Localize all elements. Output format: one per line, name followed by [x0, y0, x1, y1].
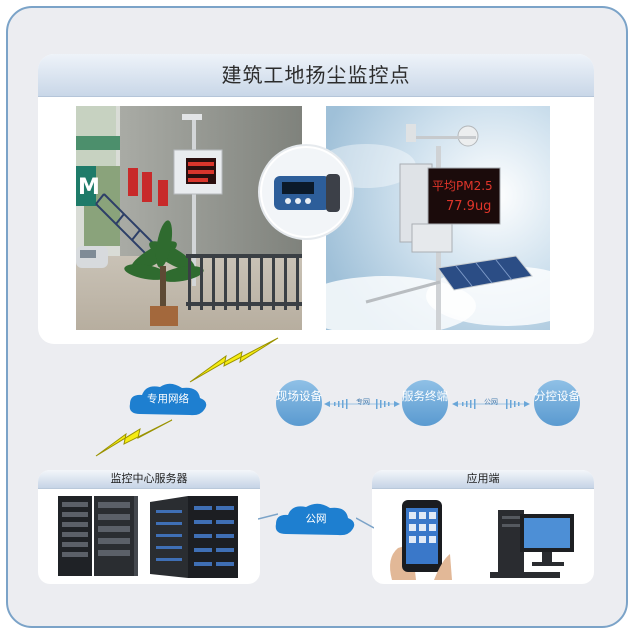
private-link: 专网	[324, 396, 400, 412]
client-devices-icon	[390, 500, 574, 580]
branch-device-label: 分控设备	[534, 389, 580, 403]
monitor-center-panel: 监控中心服务器	[38, 470, 260, 584]
branch-device-node: 分控设备	[534, 380, 580, 426]
panel-title-bar: 建筑工地扬尘监控点	[38, 54, 594, 97]
public-network-cloud: 公网	[272, 500, 360, 540]
site-photo-right: 平均PM2.5 77.9ug	[326, 106, 550, 330]
application-panel: 应用端	[372, 470, 594, 584]
lightning-icon	[95, 419, 173, 457]
public-network-label: 公网	[305, 513, 327, 525]
private-network-label: 专用网络	[147, 393, 189, 405]
led-line-1: 平均PM2.5	[432, 179, 493, 193]
monitor-center-title: 监控中心服务器	[38, 470, 260, 489]
construction-site-panel: 建筑工地扬尘监控点 M	[38, 54, 594, 344]
service-terminal-label: 服务终端	[402, 389, 448, 403]
private-link-label: 专网	[356, 398, 370, 406]
application-title: 应用端	[372, 470, 594, 489]
public-link: 公网	[452, 396, 530, 412]
connector-line	[356, 517, 374, 529]
public-link-label: 公网	[484, 398, 498, 406]
connector-line	[258, 513, 278, 520]
site-photo-left: M	[76, 106, 302, 330]
dust-sensor-device	[260, 146, 352, 238]
lightning-icon	[189, 337, 279, 383]
private-network-cloud: 专用网络	[126, 380, 210, 420]
diagram-title: 建筑工地扬尘监控点	[221, 63, 411, 87]
server-rack-icon	[58, 496, 238, 578]
svg-text:M: M	[78, 175, 100, 200]
led-line-2: 77.9ug	[446, 199, 491, 214]
onsite-device-label: 现场设备	[276, 389, 322, 403]
service-terminal-node: 服务终端	[402, 380, 448, 426]
onsite-device-node: 现场设备	[276, 380, 322, 426]
